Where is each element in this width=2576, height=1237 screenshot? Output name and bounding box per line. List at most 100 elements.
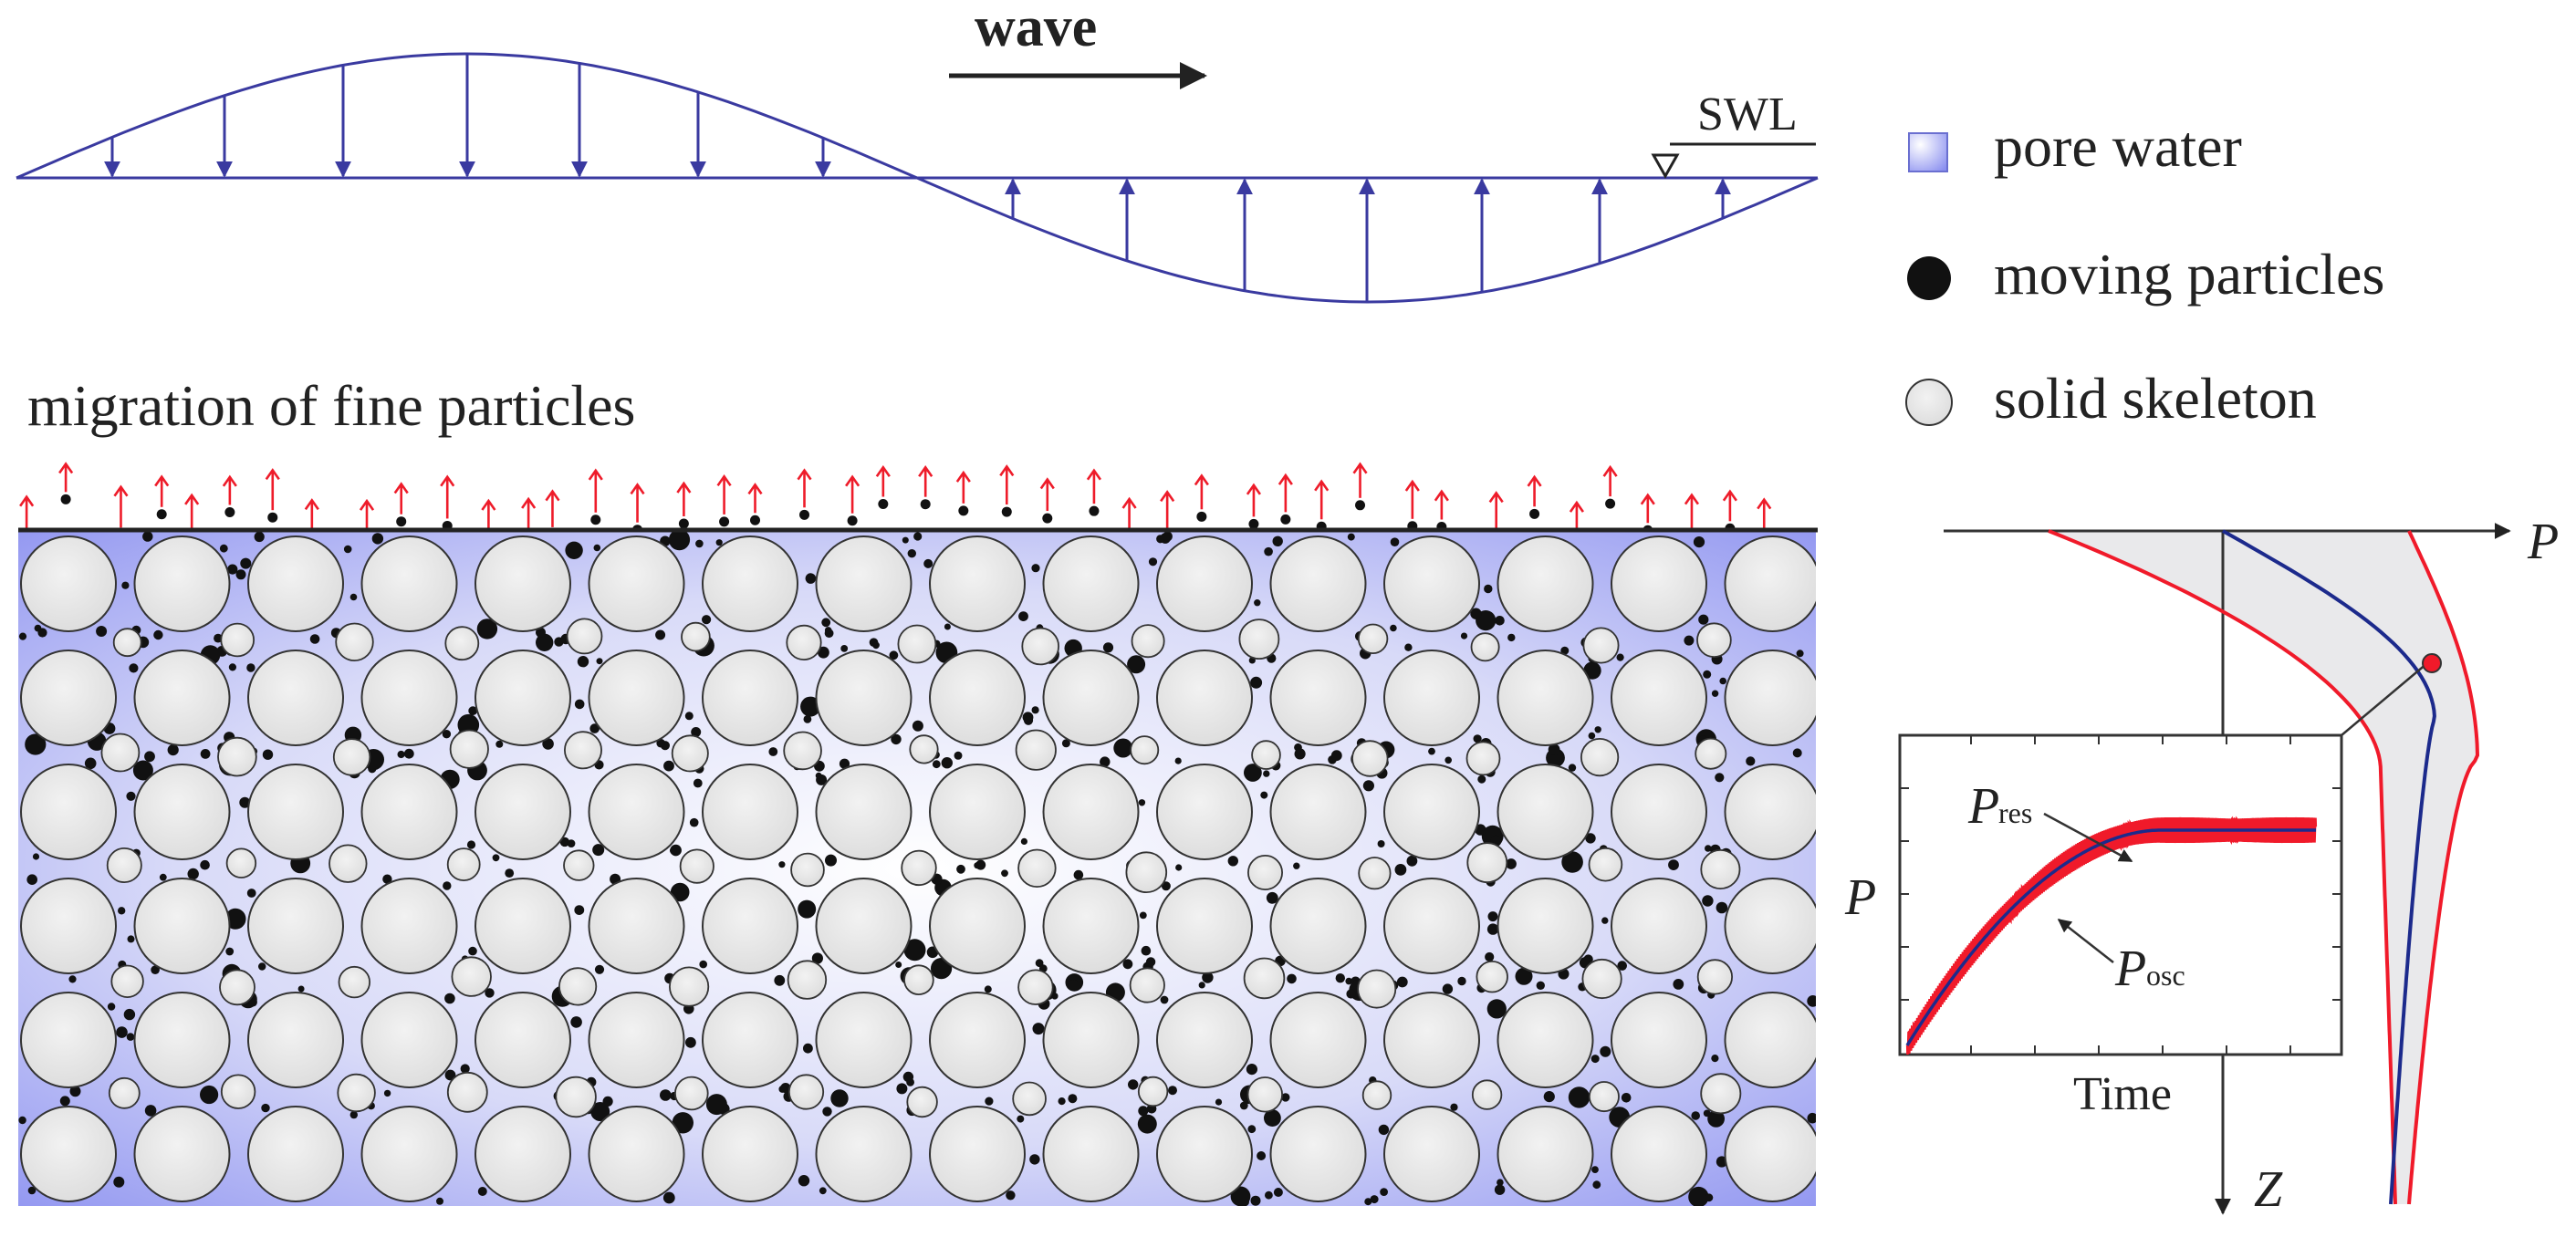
fine-particle: [1139, 911, 1147, 920]
fine-particle: [126, 791, 136, 801]
swl-marker: [1651, 142, 1816, 180]
skeleton-grain: [1042, 992, 1140, 1088]
skeleton-grain: [1383, 992, 1480, 1088]
small-skeleton-grain: [1125, 851, 1168, 893]
inset-frame: [1898, 733, 2343, 1056]
fine-particle: [715, 539, 723, 546]
fine-particle: [902, 536, 909, 544]
migration-arrowhead: [265, 468, 280, 481]
skeleton-grain: [475, 764, 571, 860]
wave-panel: wave SWL: [16, 0, 1819, 304]
small-skeleton-grain: [1696, 959, 1734, 995]
fine-particle: [468, 706, 478, 716]
fine-particle: [1444, 756, 1452, 764]
small-skeleton-grain: [217, 736, 257, 777]
fine-particle: [1244, 764, 1262, 782]
small-skeleton-grain: [1246, 1076, 1283, 1113]
fine-particle: [542, 738, 554, 750]
inset-y-label: P: [1844, 869, 1876, 926]
small-skeleton-grain: [897, 624, 937, 664]
skeleton-grain: [1611, 992, 1707, 1088]
migration-arrowhead: [716, 474, 732, 487]
small-skeleton-grain: [1471, 1079, 1503, 1110]
fine-particle: [1247, 1125, 1257, 1134]
small-skeleton-grain: [1700, 1073, 1742, 1115]
small-skeleton-grain: [909, 734, 939, 764]
fine-particle: [1058, 1097, 1066, 1106]
fine-particle: [1068, 1094, 1078, 1104]
skeleton-grain: [1156, 878, 1253, 974]
small-skeleton-grain: [679, 848, 714, 884]
migration-arrowhead: [1246, 483, 1262, 495]
pressure-envelope: [2049, 531, 2477, 1204]
fine-particle: [577, 656, 589, 668]
fine-particle: [468, 946, 477, 956]
small-skeleton-grain: [1357, 623, 1389, 655]
skeleton-grain: [133, 1106, 231, 1202]
fine-particle: [1031, 706, 1039, 714]
fine-particle: [1335, 973, 1346, 983]
fine-particle: [811, 952, 824, 964]
fine-particle: [702, 615, 712, 625]
fine-particle: [668, 531, 691, 551]
skeleton-grain: [1497, 878, 1594, 974]
fine-particle: [593, 544, 601, 552]
small-skeleton-grain: [338, 965, 370, 999]
small-skeleton-grain: [444, 626, 480, 661]
small-skeleton-grain: [1017, 848, 1057, 888]
fine-particle: [246, 663, 256, 672]
fine-particle: [1707, 1110, 1725, 1128]
small-skeleton-grain: [563, 849, 595, 881]
moving-particle: [799, 509, 810, 520]
migration-arrowhead: [955, 470, 971, 483]
fine-particle: [662, 1191, 675, 1204]
fine-particle: [974, 862, 981, 869]
fine-particle: [824, 627, 832, 634]
fine-particle: [297, 985, 305, 993]
inset-ticks: [1900, 735, 2341, 1055]
fine-particle: [1484, 584, 1493, 594]
fine-particle: [225, 947, 235, 956]
fine-particle: [567, 839, 576, 847]
fine-particle: [1394, 864, 1407, 876]
fine-particle: [1497, 1179, 1504, 1186]
fine-particle: [1495, 616, 1505, 626]
migration-arrowhead: [1684, 493, 1700, 505]
small-skeleton-grain: [668, 966, 710, 1007]
fine-particle: [805, 573, 817, 584]
fine-particle: [839, 758, 850, 769]
skeleton-grain: [1156, 992, 1253, 1088]
migration-arrowhead: [222, 474, 237, 487]
skeleton-grain: [1269, 992, 1367, 1088]
fine-particle: [923, 558, 933, 568]
skeleton-grain: [20, 764, 117, 860]
skeleton-grain: [929, 992, 1026, 1088]
small-skeleton-grain: [901, 849, 937, 887]
fine-particle: [1287, 973, 1297, 984]
fine-particle: [655, 629, 666, 640]
migration-arrowhead: [747, 483, 763, 495]
fine-particle: [1346, 989, 1356, 999]
moving-particle: [958, 505, 969, 516]
skeleton-grain: [247, 764, 344, 860]
moving-particle: [396, 516, 407, 527]
migration-title: migration of fine particles: [27, 373, 635, 438]
skeleton-grain: [1383, 535, 1480, 632]
svg-text:res: res: [1998, 796, 2032, 829]
skeleton-grain: [1269, 535, 1367, 632]
migration-arrowhead: [154, 474, 170, 487]
fine-particle: [219, 544, 228, 553]
envelope-min-curve: [2048, 529, 2397, 1205]
fine-particle: [1711, 690, 1719, 697]
fine-particle: [1175, 864, 1183, 871]
skeleton-grain: [1042, 878, 1140, 974]
swl-label: SWL: [1697, 88, 1798, 140]
solid-skeleton-layer: [20, 535, 1816, 1202]
fine-particle: [1254, 599, 1261, 607]
fine-particle: [1156, 535, 1165, 544]
fine-particle: [261, 1103, 270, 1113]
fine-particle: [1330, 750, 1342, 762]
fine-particle: [565, 541, 583, 559]
skeleton-grain: [929, 650, 1026, 746]
small-skeleton-grain: [451, 956, 492, 997]
